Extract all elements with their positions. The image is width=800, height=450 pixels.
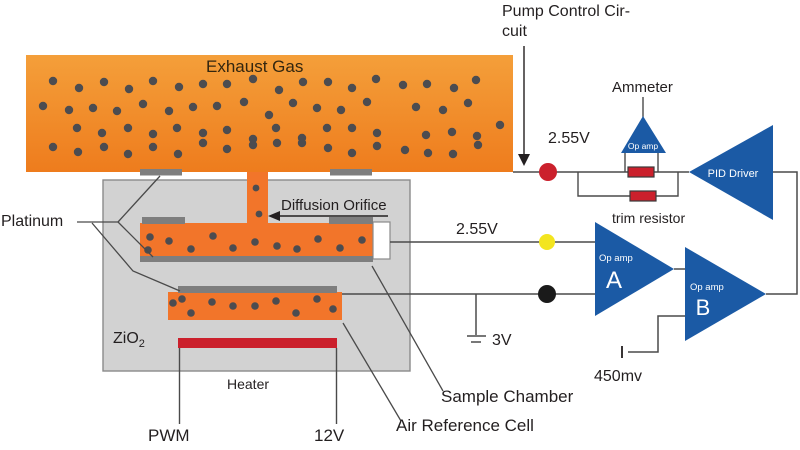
sample-chamber-gas-molecules [144,232,366,254]
sample-chamber-leader [371,265,444,392]
zro2-label: ZiO2 [113,330,145,351]
pid-driver-label: PID Driver [708,168,759,180]
pump-voltage-label: 2.55V [548,130,590,147]
platinum-label: Platinum [1,213,64,230]
diffusion-channel [247,172,268,224]
platinum-electrode-chamber-bottom [140,256,373,262]
diffusion-orifice-arrowhead [268,211,280,221]
pump-control-circuit-label-line1: Pump Control Cir- [502,3,631,20]
sense-node-yellow [539,234,555,250]
pump-control-arrowhead [518,154,530,166]
pid-driver-triangle [689,125,773,220]
feedback-wire [766,171,798,295]
platinum-electrode-chamber-left [142,217,185,224]
platinum-electrode-exhaust-right [330,169,372,176]
sense-voltage-label: 2.55V [456,221,498,238]
air-reference-leader [342,322,402,422]
voltage-3v-label: 3V [492,332,512,349]
pump-node-red [539,163,557,181]
ammeter-op-amp-label: Op amp [628,141,659,151]
pump-control-circuit-label-line2: cuit [502,23,527,40]
air-reference-gas-molecules [169,295,337,317]
voltage-450mv-label: 450mv [594,368,643,385]
platinum-leader-lines [77,175,181,292]
channel-gas-molecules [252,184,263,218]
op-amp-b-title: Op amp [690,282,724,293]
reference-node-black [538,285,556,303]
trim-resistor-label: trim resistor [612,210,686,226]
platinum-electrode-chamber-right [329,217,373,224]
ammeter-op-amp-triangle [621,116,666,153]
sense-cell-terminal-box [372,221,391,260]
heater-label: Heater [227,376,270,392]
op-amp-a-title: Op amp [599,253,633,264]
pwm-label: PWM [148,426,190,445]
trim-resistor-top [627,166,655,178]
platinum-electrode-air-cell [178,286,337,293]
exhaust-gas-label: Exhaust Gas [206,57,304,76]
op-amp-a-triangle [595,222,674,316]
exhaust-gas-molecules [38,74,505,159]
op-amp-a-letter: A [606,267,622,294]
v12-label: 12V [314,426,345,445]
sample-chamber-label: Sample Chamber [441,387,574,406]
op-amp-b-letter: B [696,295,711,320]
trim-branch-wire [577,172,679,197]
battery-wire [628,315,685,353]
air-reference-cell-label: Air Reference Cell [396,416,534,435]
trim-resistor-bottom [629,190,657,202]
platinum-electrode-exhaust-left [140,169,182,176]
op-amp-b-triangle [685,247,766,341]
heater-bar [178,338,337,348]
diffusion-orifice-label: Diffusion Orifice [281,197,387,214]
ground-symbol [467,294,486,343]
ammeter-label: Ammeter [612,79,673,96]
